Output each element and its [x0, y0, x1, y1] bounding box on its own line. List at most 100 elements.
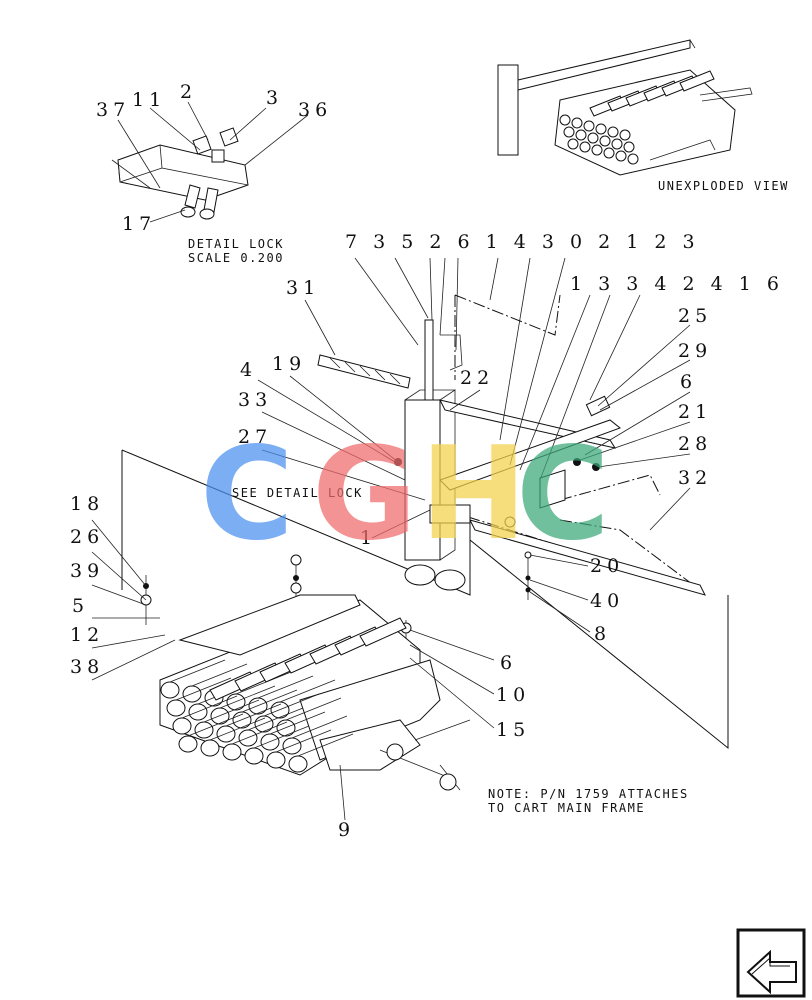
watermark: C G H C	[200, 420, 610, 569]
leader-line	[354, 257, 419, 346]
watermark-letter-2: G	[312, 420, 417, 569]
callout-2: 2	[180, 81, 197, 103]
leader-line	[599, 359, 691, 411]
leader-line	[584, 391, 691, 456]
roll-end	[178, 735, 198, 753]
see-detail-lock-note: SEE DETAIL LOCK	[232, 486, 363, 500]
watermark-letter-1: C	[200, 420, 294, 569]
roll-end	[166, 699, 186, 717]
arrow-icon	[746, 949, 797, 995]
callout-29: 29	[678, 340, 712, 362]
callout-11: 11	[132, 89, 166, 111]
roll-body-line	[219, 685, 276, 709]
main-assembly	[91, 257, 729, 821]
callout-8: 8	[594, 623, 611, 645]
roll-end	[160, 681, 180, 699]
roll-body-line	[253, 725, 310, 749]
roll-body-line	[285, 697, 342, 721]
roll-end	[595, 123, 607, 135]
callout-20: 20	[590, 555, 624, 577]
callout-39: 39	[70, 560, 104, 582]
callout-10: 10	[496, 684, 530, 706]
callout-21: 21	[678, 401, 712, 423]
roll-body-line	[269, 711, 326, 735]
roll-end	[627, 153, 639, 165]
callout-15: 15	[496, 719, 530, 741]
leader-line	[529, 591, 591, 633]
roll-body-line	[291, 715, 348, 739]
leader-line	[529, 554, 589, 567]
roll-body-line	[247, 707, 304, 731]
callout-19: 19	[272, 353, 306, 375]
roll-end	[575, 129, 587, 141]
roll-end	[222, 743, 242, 761]
callout-4: 4	[240, 359, 257, 381]
leader-line	[539, 294, 611, 481]
leader-line	[409, 644, 495, 695]
leader-line	[339, 764, 346, 821]
leader-line	[449, 389, 481, 411]
roll-body-line	[169, 659, 226, 683]
leader-line	[429, 257, 433, 321]
roll-end	[571, 117, 583, 129]
roll-body-line	[241, 689, 298, 713]
roll-body-line	[203, 699, 260, 723]
roll-end	[266, 751, 286, 769]
note-line-1: NOTE: P/N 1759 ATTACHES	[488, 787, 689, 801]
callout-33: 33	[238, 389, 272, 411]
callout-31: 31	[286, 277, 320, 299]
callout-18: 18	[70, 493, 104, 515]
leader-line	[439, 257, 446, 336]
roll-end	[603, 147, 615, 159]
callout-36: 36	[298, 99, 332, 121]
leader-line	[409, 657, 495, 729]
leader-line	[261, 411, 406, 481]
leader-line	[394, 257, 429, 319]
leader-line	[489, 257, 499, 301]
callout-3: 3	[266, 87, 283, 109]
callout-group-top: 7 3 5 2 6 1 4 3 0 2 1 2 3	[345, 231, 700, 253]
roll-end	[583, 120, 595, 132]
callout-27: 27	[238, 426, 272, 448]
roll-end	[591, 144, 603, 156]
roll-end	[607, 126, 619, 138]
roll-body-line	[257, 675, 314, 699]
roll-body-line	[263, 693, 320, 717]
leader-line	[499, 257, 531, 441]
callout-37: 37	[96, 99, 130, 121]
leader-line	[371, 509, 431, 539]
roll-end	[288, 755, 308, 773]
callout-40: 40	[590, 590, 624, 612]
roll-end	[567, 138, 579, 150]
roll-end	[559, 114, 571, 126]
leader-line	[304, 299, 336, 356]
roll-end	[623, 141, 635, 153]
callout-38: 38	[70, 656, 104, 678]
leader-line	[91, 584, 147, 606]
roll-body-line	[275, 729, 332, 753]
roll-end	[615, 150, 627, 162]
leader-line	[289, 375, 399, 463]
roll-end	[244, 747, 264, 765]
roll-end	[200, 739, 220, 757]
roll-end	[579, 141, 591, 153]
detail-lock-inset	[111, 101, 309, 223]
unexploded-view-caption: UNEXPLODED VIEW	[658, 179, 789, 193]
callout-6a: 6	[680, 371, 697, 393]
callout-26: 26	[70, 526, 104, 548]
detail-lock-title: DETAIL LOCK	[188, 237, 284, 251]
roll-end	[599, 135, 611, 147]
callout-28: 28	[678, 433, 712, 455]
roll-body-line	[231, 721, 288, 745]
unexploded-view-inset	[497, 39, 753, 176]
callout-6b: 6	[500, 652, 517, 674]
leader-line	[579, 421, 691, 461]
nav-arrow-button[interactable]	[736, 928, 806, 998]
leader-line	[91, 634, 166, 649]
leader-line	[597, 453, 691, 468]
leader-line	[409, 629, 495, 661]
leader-line	[91, 551, 147, 601]
leader-line	[261, 449, 426, 501]
roll-top	[359, 617, 407, 647]
callout-9: 9	[338, 819, 355, 841]
